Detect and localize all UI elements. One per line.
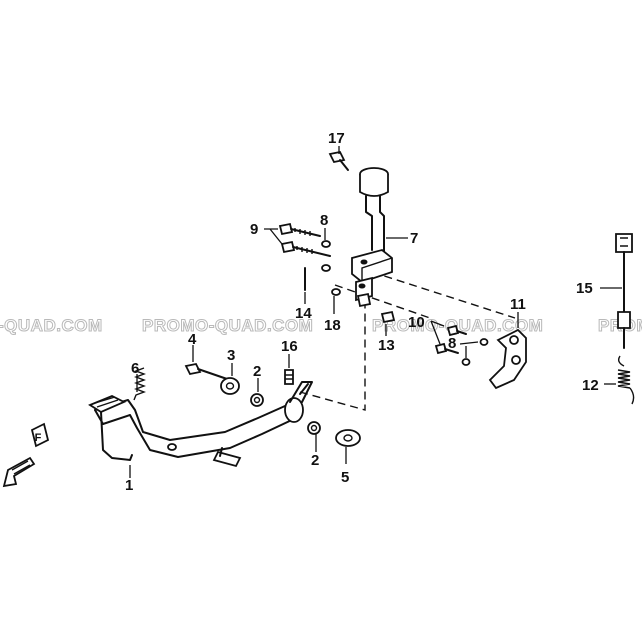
callout-2-lower: 2 — [311, 452, 319, 469]
callout-numbers: 1 2 2 3 4 5 6 7 8 8 9 10 11 12 13 14 15 … — [125, 130, 599, 494]
callout-12: 12 — [582, 377, 599, 394]
callout-18: 18 — [324, 317, 341, 334]
callout-8-upper: 8 — [320, 212, 328, 229]
callout-4: 4 — [188, 331, 197, 348]
callout-14: 14 — [295, 305, 312, 322]
reservoir-bolt — [328, 146, 349, 171]
watermark-text-left: -QUAD.COM — [0, 316, 103, 335]
callout-3: 3 — [227, 347, 235, 364]
watermark: -QUAD.COM PROMO-QUAD.COM PROMO-QUAD.COM … — [0, 316, 642, 336]
clevis-bolt — [380, 310, 396, 336]
large-washer-3 — [220, 363, 240, 395]
pivot-bolt — [184, 345, 231, 381]
return-spring — [133, 367, 146, 401]
master-cylinder — [351, 167, 408, 308]
brake-pedal — [88, 381, 313, 478]
washer-2-upper — [250, 378, 264, 407]
brake-light-switch — [600, 233, 633, 349]
callout-9: 9 — [250, 221, 258, 238]
callout-5: 5 — [341, 469, 349, 486]
switch-spring — [604, 355, 635, 405]
callout-17: 17 — [328, 130, 345, 147]
front-direction-label: F — [35, 432, 42, 444]
callout-8-lower: 8 — [448, 335, 456, 352]
callout-10: 10 — [408, 314, 425, 331]
small-washer-18 — [331, 288, 341, 314]
mounting-bracket — [488, 312, 527, 390]
callout-13: 13 — [378, 337, 395, 354]
grease-nipple — [284, 354, 294, 385]
callout-16: 16 — [281, 338, 298, 355]
washers-8-lower — [459, 338, 489, 366]
callout-7: 7 — [410, 230, 418, 247]
large-washer-5 — [335, 429, 361, 464]
callout-15: 15 — [576, 280, 593, 297]
front-direction-marker: F — [2, 422, 50, 488]
callout-6: 6 — [131, 360, 139, 377]
watermark-text-2: PROMO-QUAD.COM — [372, 316, 543, 335]
mounting-bolts-9 — [264, 222, 331, 257]
washer-2-lower — [307, 421, 321, 452]
callout-1: 1 — [125, 477, 133, 494]
bracket-bolts-10 — [430, 320, 467, 355]
watermark-text-1: PROMO-QUAD.COM — [142, 316, 313, 335]
washers-8-upper — [321, 228, 331, 272]
callout-2-upper: 2 — [253, 363, 261, 380]
callout-11: 11 — [510, 296, 526, 313]
assembly-guide-lines — [299, 271, 516, 411]
